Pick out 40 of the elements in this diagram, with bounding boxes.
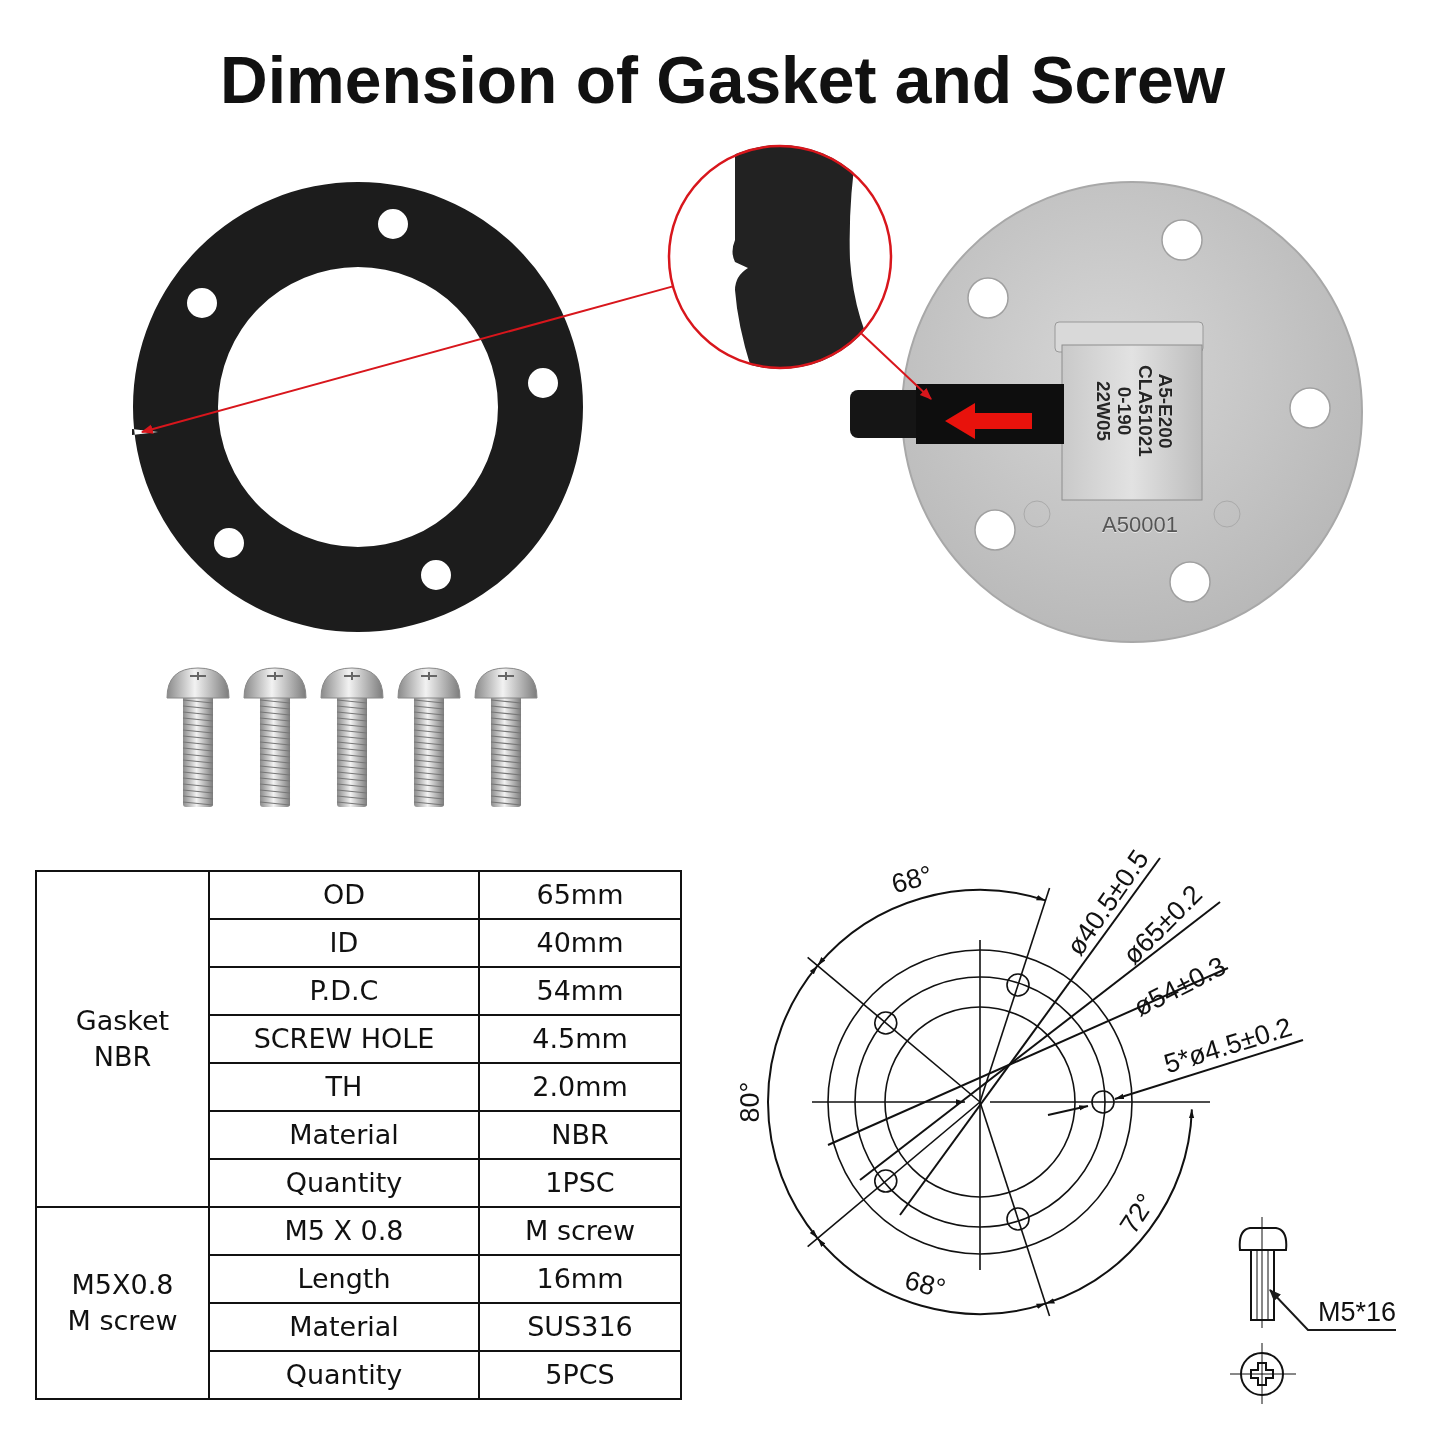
title: Dimension of Gasket and Screw xyxy=(220,42,1225,118)
dimension-label: 72° xyxy=(1113,1188,1163,1240)
sensor-flange-drawing xyxy=(848,180,1364,644)
table-cell: 54mm xyxy=(480,968,682,1016)
table-cell: ID xyxy=(210,920,480,968)
stamped-marking: 22W05 xyxy=(1092,380,1114,442)
table-cell: Material xyxy=(210,1112,480,1160)
table-cell: Quantity xyxy=(210,1352,480,1400)
table-cell: P.D.C xyxy=(210,968,480,1016)
magnified-gasket-slit-drawing xyxy=(668,145,892,369)
dimension-label: 68° xyxy=(888,859,936,901)
table-cell: 65mm xyxy=(480,872,682,920)
table-cell: 2.0mm xyxy=(480,1064,682,1112)
screw-size-label: M5*16 xyxy=(1318,1297,1397,1328)
cast-marking: A50001 xyxy=(1102,512,1178,538)
table-cell: TH xyxy=(210,1064,480,1112)
table-cell: 4.5mm xyxy=(480,1016,682,1064)
callout-arrow xyxy=(140,285,673,434)
stamped-marking: 0-190 xyxy=(1113,386,1135,436)
table-cell: Length xyxy=(210,1256,480,1304)
table-cell: Quantity xyxy=(210,1160,480,1208)
table-cell: M screw xyxy=(480,1208,682,1256)
group-heading: M5X0.8 M screw xyxy=(37,1208,210,1400)
group-heading: Gasket NBR xyxy=(37,872,210,1208)
table-cell: M5 X 0.8 xyxy=(210,1208,480,1256)
table-cell: Material xyxy=(210,1304,480,1352)
table-cell: OD xyxy=(210,872,480,920)
table-cell: 1PSC xyxy=(480,1160,682,1208)
table-cell: NBR xyxy=(480,1112,682,1160)
stamped-marking: A5-E200 xyxy=(1154,373,1176,449)
dimension-label: 68° xyxy=(901,1265,949,1305)
table-cell: SCREW HOLE xyxy=(210,1016,480,1064)
table-cell: 5PCS xyxy=(480,1352,682,1400)
dimension-label: 80° xyxy=(734,1081,766,1123)
table-cell: SUS316 xyxy=(480,1304,682,1352)
leader-line xyxy=(1269,1289,1397,1331)
stamped-marking: CLA51021 xyxy=(1134,365,1156,457)
table-cell: 16mm xyxy=(480,1256,682,1304)
callout-arrow xyxy=(860,332,932,400)
table-cell: 40mm xyxy=(480,920,682,968)
